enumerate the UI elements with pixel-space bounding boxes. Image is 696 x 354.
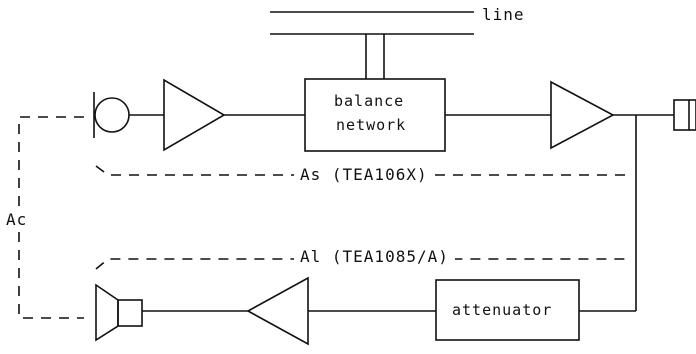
al-path-label: Al (TEA1085/A): [294, 247, 455, 266]
ac-coupling-path: [18, 116, 84, 319]
ac-path-label: Ac: [6, 208, 28, 231]
microphone-icon: [94, 97, 130, 133]
loudspeaker-body: [117, 299, 143, 327]
attenuator-box: [435, 279, 580, 341]
balance-network-label-2: network: [336, 116, 407, 134]
line-label: line: [480, 5, 527, 24]
loudspeaker-icon: [95, 283, 119, 342]
transmit-amplifier: [163, 78, 226, 152]
attenuator-label: attenuator: [452, 301, 553, 319]
as-path-label: As (TEA106X): [294, 165, 434, 184]
receive-amplifier: [550, 80, 615, 150]
as-coupling-path: [95, 165, 626, 176]
loudspeaker-amplifier: [246, 276, 309, 346]
balance-network-label-1: balance: [334, 92, 405, 110]
earpiece-icon: [673, 99, 696, 131]
balance-network-box: [304, 78, 446, 152]
